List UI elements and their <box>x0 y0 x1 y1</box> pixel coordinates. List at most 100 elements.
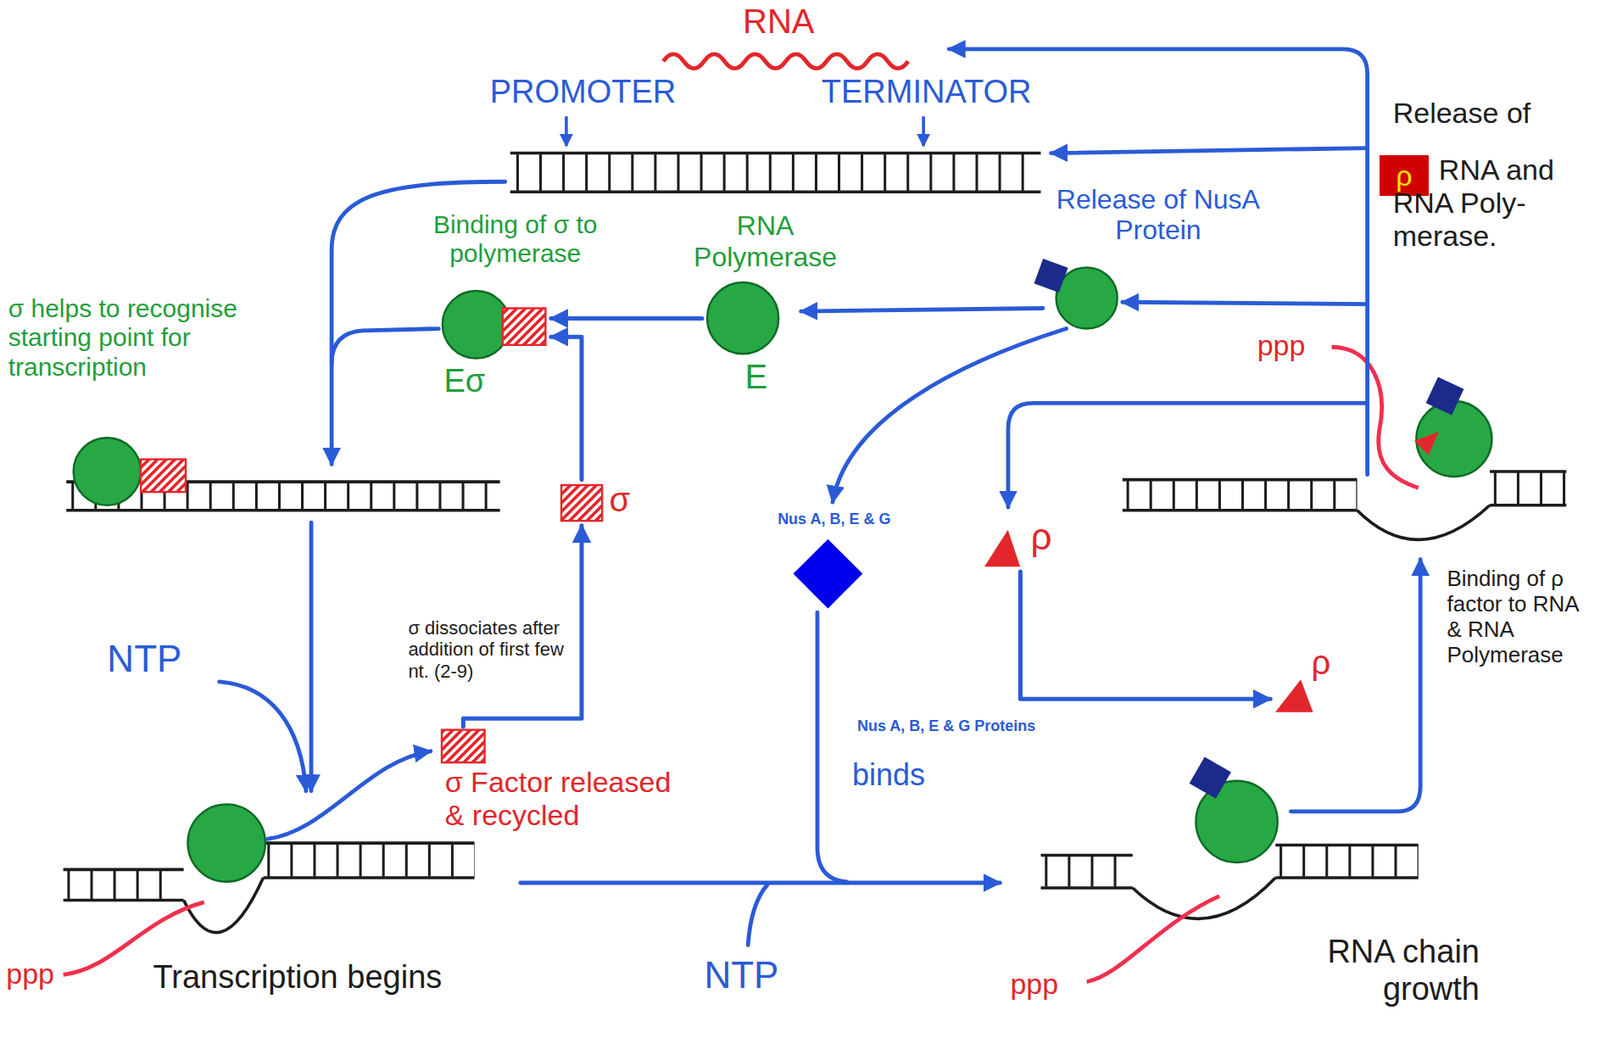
dna-strand <box>510 189 1042 194</box>
rna-polymerase <box>73 437 141 505</box>
note-text: Binding of ρ factor to RNA & RNA Polymer… <box>1446 566 1589 669</box>
rna-strand <box>1087 896 1220 982</box>
terminator-label: TERMINATOR <box>821 73 1032 112</box>
substrate-label: NTP <box>703 953 779 998</box>
base-pairs <box>267 843 474 877</box>
triphosphate-label: ppp <box>1009 967 1059 1001</box>
flow-arrow <box>219 681 307 792</box>
flow-arrow <box>832 328 1067 503</box>
dna-strand <box>1489 503 1567 508</box>
flow-line <box>817 612 848 882</box>
dna-strand <box>510 151 1042 156</box>
flow-arrow <box>1008 402 1368 508</box>
rna-polymerase <box>442 290 510 358</box>
base-pairs <box>1126 480 1358 510</box>
dna-strand <box>1489 469 1567 474</box>
base-pairs <box>516 154 1042 191</box>
flow-arrow <box>1290 559 1421 812</box>
step-label: binds <box>852 757 926 792</box>
rho-factor: ρ <box>979 515 1076 572</box>
dna-strand <box>1041 853 1133 858</box>
sigma-factor <box>441 729 486 763</box>
sigma-factor <box>140 459 186 493</box>
nus-proteins: Nus A, B, E & G <box>760 510 912 613</box>
sigma-factor: σ Factor released & recycled <box>436 726 748 836</box>
substrate-label: NTP <box>106 637 182 681</box>
node-text: ρ <box>1310 642 1331 682</box>
node-text: Nus A, B, E & G <box>760 510 909 529</box>
rna-polymerase <box>187 803 265 881</box>
base-pairs <box>1494 472 1567 504</box>
triphosphate-label: ppp <box>5 957 55 991</box>
note-text: RNA and RNA Poly-merase. <box>1393 153 1585 253</box>
template-bubble <box>1132 877 1276 919</box>
dna-strand <box>1122 478 1358 482</box>
nus-protein <box>1189 756 1232 798</box>
nus-protein <box>1033 258 1068 293</box>
base-pairs <box>1279 846 1419 877</box>
process-arrow <box>551 336 582 480</box>
nus-diamond <box>792 538 863 608</box>
step-label: Binding of σ to polymerase <box>387 210 643 269</box>
rna-strand <box>663 54 909 69</box>
flow-arrow <box>267 751 431 839</box>
node-text: E <box>745 356 769 396</box>
dna-strand <box>262 841 474 845</box>
dna-strand <box>66 508 500 513</box>
rho-factor <box>1414 431 1439 456</box>
dna-duplex <box>63 842 475 933</box>
pointer-arrow <box>921 116 926 146</box>
template-bubble <box>1357 505 1490 541</box>
node-shape <box>556 479 658 526</box>
note-text: Release of <box>1393 96 1532 130</box>
process-arrow <box>551 316 703 321</box>
protein-label: Nus A, B, E & G Proteins <box>857 717 1036 736</box>
rna-polymerase <box>1056 267 1118 329</box>
dna-strand <box>63 868 184 872</box>
dna-strand <box>262 875 474 880</box>
dna-strand <box>1122 508 1358 513</box>
base-pairs <box>66 870 182 900</box>
node-text: σ <box>608 479 630 519</box>
promoter-label: PROMOTER <box>490 73 677 112</box>
base-pairs <box>1044 856 1132 887</box>
node-shape <box>979 515 1076 572</box>
sigma-factor: σ <box>556 479 658 526</box>
stage-label: Transcription begins <box>153 958 443 997</box>
dna-strand <box>1041 886 1133 890</box>
flow-arrow <box>801 307 1043 312</box>
pointer-arrow <box>564 116 569 146</box>
rna-label: RNA <box>742 1 814 41</box>
note-text: σ helps to recognise starting point for … <box>8 294 320 383</box>
rho-factor: ρ <box>1270 642 1337 717</box>
dna-duplex <box>510 153 1042 193</box>
step-label: Release of NusA Protein <box>1014 183 1301 247</box>
flow-arrow <box>520 880 1001 886</box>
stage-label: RNA chain growth <box>1234 933 1480 1008</box>
holoenzyme: Eσ <box>433 285 551 404</box>
note-text: σ dissociates after addition of first fe… <box>407 617 577 682</box>
rna-strand <box>1331 346 1418 488</box>
dna-duplex <box>1122 471 1567 540</box>
node-text: Eσ <box>443 362 486 401</box>
flow-arrow <box>309 522 314 792</box>
nus-protein <box>1426 377 1465 416</box>
flow-line <box>747 884 768 945</box>
triphosphate-label: ppp <box>1257 328 1306 363</box>
flow-line <box>331 328 439 363</box>
rho-triangle <box>984 529 1021 567</box>
flow-arrow <box>1122 301 1368 304</box>
node-text: ρ <box>1030 515 1052 559</box>
rna-polymerase <box>707 282 779 354</box>
flow-arrows <box>219 49 1421 946</box>
sigma-factor <box>502 307 547 345</box>
enzyme-label: RNA Polymerase <box>678 210 853 274</box>
process-arrow <box>1020 571 1271 699</box>
dna-strand <box>63 898 184 903</box>
sigma-factor <box>561 485 603 521</box>
flow-arrow <box>1051 148 1368 154</box>
rna-polymerase: E <box>702 277 794 400</box>
rho-triangle <box>1275 679 1314 713</box>
node-text: σ Factor released & recycled <box>445 765 691 832</box>
